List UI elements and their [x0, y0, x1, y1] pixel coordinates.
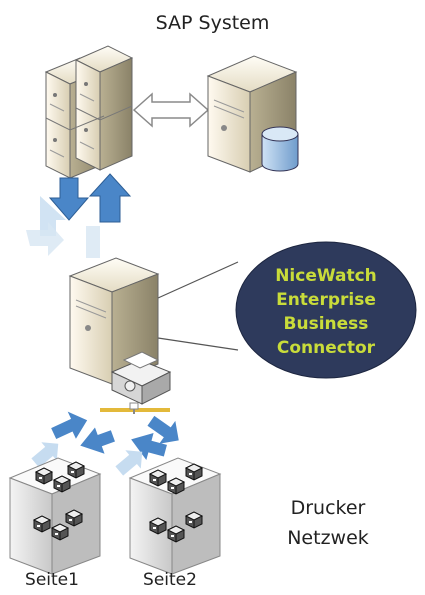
connector-label: NiceWatch Enterprise Business Connector: [238, 264, 414, 360]
network-icon: [100, 402, 170, 414]
printer-network-line-1: Drucker: [290, 497, 366, 519]
diagram-title: SAP System: [155, 12, 270, 34]
server-cluster-icon: [44, 45, 134, 179]
printer-group-icon: [8, 457, 222, 575]
page-label-2: Seite2: [143, 570, 197, 590]
printer-network-label: Drucker Netzwek: [268, 493, 388, 553]
connector-line-4: Connector: [276, 338, 376, 358]
page-label-1: Seite1: [25, 570, 79, 590]
double-arrow-icon: [132, 92, 210, 128]
network-arrows-icon: [31, 411, 179, 476]
connector-server-icon: [68, 257, 160, 385]
connector-bubble: [235, 241, 417, 379]
printer-network-line-2: Netzwek: [287, 527, 369, 549]
printer-icon: [110, 351, 172, 405]
data-flow-arrows-icon: [26, 173, 132, 258]
connector-line-3: Business: [283, 314, 369, 334]
connector-line-1: NiceWatch: [275, 266, 377, 286]
database-server-icon: [206, 55, 299, 173]
connector-line-2: Enterprise: [276, 290, 376, 310]
